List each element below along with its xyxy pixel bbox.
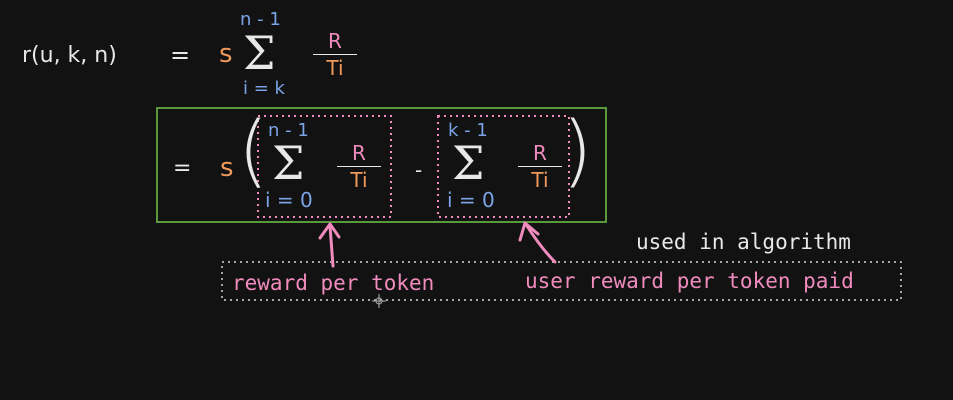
highlight-box — [156, 107, 607, 223]
term2-box — [437, 115, 570, 218]
formula-numerator: R — [328, 29, 342, 53]
term1-label: reward per token — [232, 271, 435, 295]
expanded-minus: - — [415, 158, 423, 182]
fraction-bar — [337, 166, 381, 167]
term2-upper: k - 1 — [448, 120, 488, 141]
term2-lower: i = 0 — [447, 188, 495, 212]
formula-lhs: r(u, k, n) — [22, 43, 117, 68]
fraction-bar — [313, 54, 357, 55]
term1-box — [257, 115, 392, 218]
expanded-coef: s — [220, 153, 234, 183]
term1-fraction: R Ti — [337, 142, 381, 191]
term1-lower: i = 0 — [265, 188, 313, 212]
arrow-term2-head — [518, 221, 540, 242]
term1-numerator: R — [352, 141, 366, 165]
arrow-term1 — [328, 224, 335, 268]
annotation-box — [221, 261, 902, 301]
paren-left: ( — [238, 106, 269, 196]
formula-sigma: Σ — [243, 26, 276, 80]
expanded-equals: = — [173, 156, 192, 181]
fraction-bar — [518, 166, 562, 167]
arrow-term2 — [525, 224, 557, 264]
paren-right: ) — [562, 106, 593, 196]
formula-lower: i = k — [243, 78, 285, 99]
term2-sigma: Σ — [452, 136, 485, 190]
group-label: used in algorithm — [636, 230, 851, 254]
term2-numerator: R — [533, 141, 547, 165]
arrow-term1-head — [318, 222, 341, 240]
term1-sigma: Σ — [272, 136, 305, 190]
formula-fraction: R Ti — [313, 30, 357, 79]
term1-denominator: Ti — [350, 168, 368, 192]
term1-upper: n - 1 — [268, 120, 309, 141]
term2-label: user reward per token paid — [525, 269, 854, 293]
formula-denominator: Ti — [326, 56, 344, 80]
formula-equals: = — [170, 41, 191, 69]
formula-upper: n - 1 — [240, 9, 281, 30]
cursor-icon — [372, 294, 386, 308]
formula-coef: s — [219, 39, 233, 69]
term2-denominator: Ti — [531, 168, 549, 192]
term2-fraction: R Ti — [518, 142, 562, 191]
